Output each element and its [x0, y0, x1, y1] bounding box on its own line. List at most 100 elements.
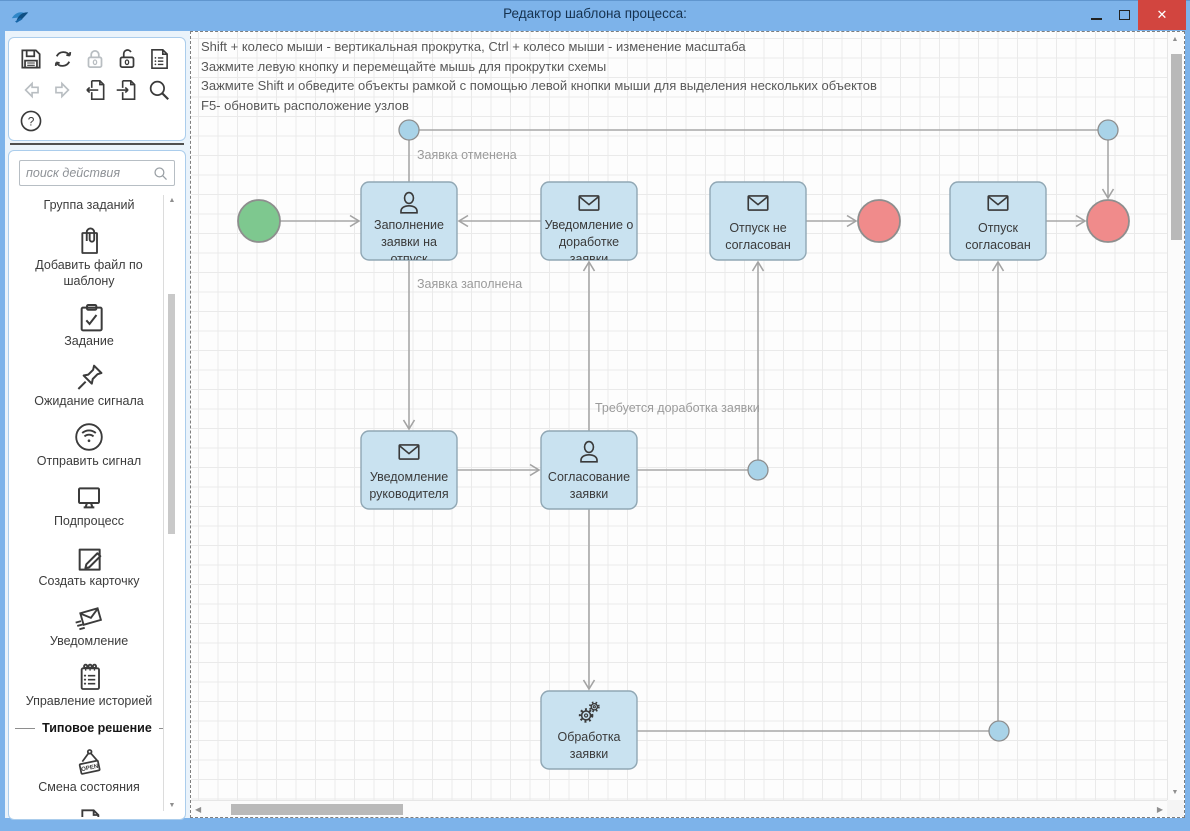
action-search-input[interactable]: [26, 161, 154, 185]
redo-button[interactable]: [47, 74, 79, 105]
action-item-label: Управление историей: [25, 694, 153, 708]
toolbar: [15, 43, 179, 136]
action-item-task[interactable]: Задание: [64, 301, 114, 349]
help-line: Shift + колесо мыши - вертикальная прокр…: [201, 39, 746, 54]
search-icon: [154, 167, 167, 180]
edge-label: Заявка заполнена: [417, 277, 522, 291]
action-item-label: Добавить файл по шаблону: [35, 258, 143, 288]
panel-separator: [10, 143, 184, 145]
import-button[interactable]: [111, 74, 143, 105]
action-search-box: [19, 160, 175, 186]
action-item-label: Группа заданий: [43, 198, 135, 212]
history-icon: [73, 661, 105, 693]
card-icon: [73, 541, 105, 573]
minimize-button[interactable]: [1083, 0, 1109, 30]
window-title: Редактор шаблона процесса:: [503, 6, 687, 21]
action-item-notification[interactable]: Уведомление: [50, 601, 128, 649]
refresh-button[interactable]: [47, 43, 79, 74]
titlebar: Редактор шаблона процесса: ✕: [0, 0, 1190, 31]
help-line: Зажмите Shift и обведите объекты рамкой …: [201, 78, 877, 93]
scroll-up-icon[interactable]: ▲: [168, 197, 176, 204]
action-separator-standard-solution: Типовое решение: [15, 721, 163, 735]
start-event[interactable]: [237, 199, 281, 243]
waypoint[interactable]: [1097, 119, 1119, 141]
action-item-label: Смена состояния: [38, 780, 140, 794]
help-button[interactable]: [15, 105, 47, 136]
docpart-icon: [73, 807, 105, 817]
scroll-right-icon[interactable]: ▶: [1156, 805, 1163, 814]
scrollbar-corner: [1167, 800, 1184, 817]
help-line: Зажмите левую кнопку и перемещайте мышь …: [201, 58, 607, 74]
edge-label: Заявка отменена: [417, 148, 517, 162]
action-list-scrollbar: ▲ ▼: [163, 195, 178, 811]
monitor-icon: [73, 481, 105, 513]
scrollbar-thumb[interactable]: [168, 294, 175, 534]
action-item-change-state[interactable]: Смена состояния: [38, 747, 140, 795]
pin-icon: [73, 361, 105, 393]
scrollbar-thumb[interactable]: [231, 804, 403, 815]
action-item-send-signal[interactable]: Отправить сигнал: [37, 421, 141, 469]
undo-button[interactable]: [15, 74, 47, 105]
app-logo-icon: [11, 12, 29, 23]
search-button[interactable]: [143, 74, 175, 105]
canvas-help-text: Shift + колесо мыши - вертикальная прокр…: [201, 37, 877, 115]
save-button[interactable]: [15, 43, 47, 74]
signal-icon: [73, 421, 105, 453]
waypoint[interactable]: [398, 119, 420, 141]
notify-icon: [73, 601, 105, 633]
action-item-subprocess[interactable]: Подпроцесс: [54, 481, 124, 529]
toolbar-panel: [8, 37, 186, 141]
waypoint[interactable]: [747, 459, 769, 481]
action-item-wait-signal[interactable]: Ожидание сигнала: [34, 361, 144, 409]
close-button[interactable]: ✕: [1138, 0, 1186, 30]
action-item-add-file-template[interactable]: Добавить файл по шаблону: [18, 225, 160, 289]
canvas-vertical-scrollbar: ▲ ▼: [1167, 32, 1184, 800]
end-event-2[interactable]: [1086, 199, 1130, 243]
action-item-history-management[interactable]: Управление историей: [25, 661, 153, 709]
action-item-label: Задание: [64, 334, 114, 348]
scroll-left-icon[interactable]: ◀: [195, 805, 202, 814]
canvas-horizontal-scrollbar: ◀ ▶: [191, 800, 1167, 817]
waypoint[interactable]: [988, 720, 1010, 742]
scrollbar-thumb[interactable]: [1171, 54, 1182, 240]
open-icon: [73, 747, 105, 779]
action-item-create-card[interactable]: Создать карточку: [38, 541, 140, 589]
help-line: F5- обновить расположение узлов: [201, 97, 409, 113]
edge-label: Требуется доработка заявки: [595, 401, 760, 415]
action-item-clipped-item[interactable]: [73, 807, 105, 817]
maximize-button[interactable]: [1111, 0, 1137, 30]
end-event-1[interactable]: [857, 199, 901, 243]
scroll-down-icon[interactable]: ▼: [1171, 789, 1179, 796]
action-item-task-group[interactable]: Группа заданий: [44, 197, 135, 213]
minimize-icon: [1090, 18, 1102, 20]
file-icon: [73, 225, 105, 257]
unlock-button[interactable]: [111, 43, 143, 74]
log-button[interactable]: [143, 43, 175, 74]
lock-button[interactable]: [79, 43, 111, 74]
scroll-down-icon[interactable]: ▼: [168, 802, 176, 809]
action-item-label: Подпроцесс: [53, 514, 125, 528]
action-item-label: Уведомление: [49, 634, 129, 648]
scroll-up-icon[interactable]: ▲: [1171, 36, 1179, 43]
action-item-label: Создать карточку: [38, 574, 140, 588]
export-button[interactable]: [79, 74, 111, 105]
